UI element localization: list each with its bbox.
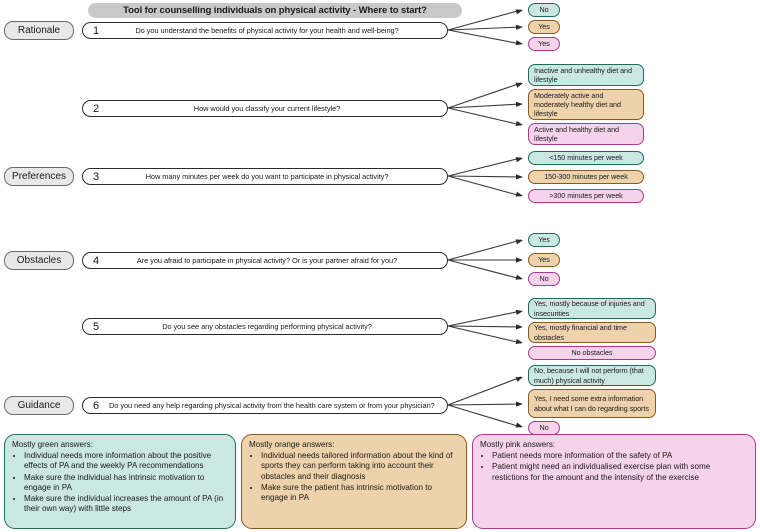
question-box-1[interactable]: 1 Do you understand the benefits of physi… — [82, 22, 448, 39]
connector-fan-3 — [447, 157, 523, 197]
question-text: How would you classify your current life… — [193, 104, 341, 113]
summary-heading: Mostly green answers: — [12, 440, 93, 449]
connector-fan-2 — [447, 82, 523, 126]
page-title: Tool for counselling individuals on phys… — [88, 3, 462, 18]
summary-bullet: Make sure the patient has intrinsic moti… — [261, 483, 459, 503]
category-pill-obstacles: Obstacles — [4, 251, 74, 270]
question-text: How many minutes per week do you want to… — [145, 172, 389, 181]
answer-option-orange[interactable]: 150-300 minutes per week — [528, 170, 644, 184]
summary-bullet: Patient needs more information of the sa… — [492, 451, 748, 461]
answer-option-pink[interactable]: No — [528, 272, 560, 286]
answer-option-green[interactable]: No — [528, 3, 560, 17]
summary-bullet: Individual needs more information about … — [24, 451, 228, 471]
question-text: Do you understand the benefits of physic… — [135, 26, 399, 35]
answer-option-green[interactable]: No, because I will not perform (that muc… — [528, 365, 656, 386]
answer-option-orange[interactable]: Moderately active and moderately healthy… — [528, 89, 644, 120]
connector-fan-4 — [447, 239, 523, 280]
question-box-6[interactable]: 6 Do you need any help regarding physical… — [82, 397, 448, 414]
answer-option-orange[interactable]: Yes, mostly financial and time obstacles — [528, 322, 656, 343]
summary-heading: Mostly pink answers: — [480, 440, 556, 449]
answer-option-pink[interactable]: No obstacles — [528, 346, 656, 360]
question-text: Do you see any obstacles regarding perfo… — [162, 322, 372, 331]
answer-option-green[interactable]: <150 minutes per week — [528, 151, 644, 165]
summary-bullet-list: Individual needs more information about … — [12, 451, 228, 514]
question-box-2[interactable]: 2 How would you classify your current lif… — [82, 100, 448, 117]
question-number: 6 — [92, 399, 100, 412]
question-text: Are you afraid to participate in physica… — [136, 256, 398, 265]
answer-option-pink[interactable]: No — [528, 421, 560, 435]
answer-option-orange[interactable]: Yes, I need some extra information about… — [528, 389, 656, 418]
summary-box-pink: Mostly pink answers: Patient needs more i… — [472, 434, 756, 529]
answer-option-pink[interactable]: Yes — [528, 37, 560, 51]
summary-box-green: Mostly green answers: Individual needs mo… — [4, 434, 236, 529]
answer-option-pink[interactable]: >300 minutes per week — [528, 189, 644, 203]
question-number: 1 — [92, 24, 100, 37]
summary-bullet-list: Individual needs tailored information ab… — [249, 451, 459, 503]
summary-bullet: Patient might need an individualised exe… — [492, 462, 748, 482]
connector-fan-5 — [447, 309, 523, 344]
summary-bullet-list: Patient needs more information of the sa… — [480, 451, 748, 483]
question-box-3[interactable]: 3 How many minutes per week do you want t… — [82, 168, 448, 185]
question-number: 4 — [92, 254, 100, 267]
summary-bullet: Individual needs tailored information ab… — [261, 451, 459, 482]
question-text: Do you need any help regarding physical … — [109, 401, 435, 410]
answer-option-green[interactable]: Yes, mostly because of injuries and inse… — [528, 298, 656, 319]
question-box-4[interactable]: 4 Are you afraid to participate in physic… — [82, 252, 448, 269]
category-pill-rationale: Rationale — [4, 21, 74, 40]
answer-option-pink[interactable]: Active and healthy diet and lifestyle — [528, 123, 644, 145]
answer-option-green[interactable]: Yes — [528, 233, 560, 247]
summary-box-orange: Mostly orange answers: Individual needs t… — [241, 434, 467, 529]
category-pill-guidance: Guidance — [4, 396, 74, 415]
summary-bullet: Make sure the individual has intrinsic m… — [24, 473, 228, 493]
question-number: 5 — [92, 320, 100, 333]
answer-option-orange[interactable]: Yes — [528, 253, 560, 267]
question-box-5[interactable]: 5 Do you see any obstacles regarding perf… — [82, 318, 448, 335]
question-number: 2 — [92, 102, 100, 115]
question-number: 3 — [92, 170, 100, 183]
summary-bullet: Make sure the individual increases the a… — [24, 494, 228, 514]
summary-heading: Mostly orange answers: — [249, 440, 335, 449]
category-pill-preferences: Preferences — [4, 167, 74, 186]
answer-option-green[interactable]: Inactive and unhealthy diet and lifestyl… — [528, 64, 644, 86]
answer-option-orange[interactable]: Yes — [528, 20, 560, 34]
connector-fan-6 — [447, 376, 523, 428]
